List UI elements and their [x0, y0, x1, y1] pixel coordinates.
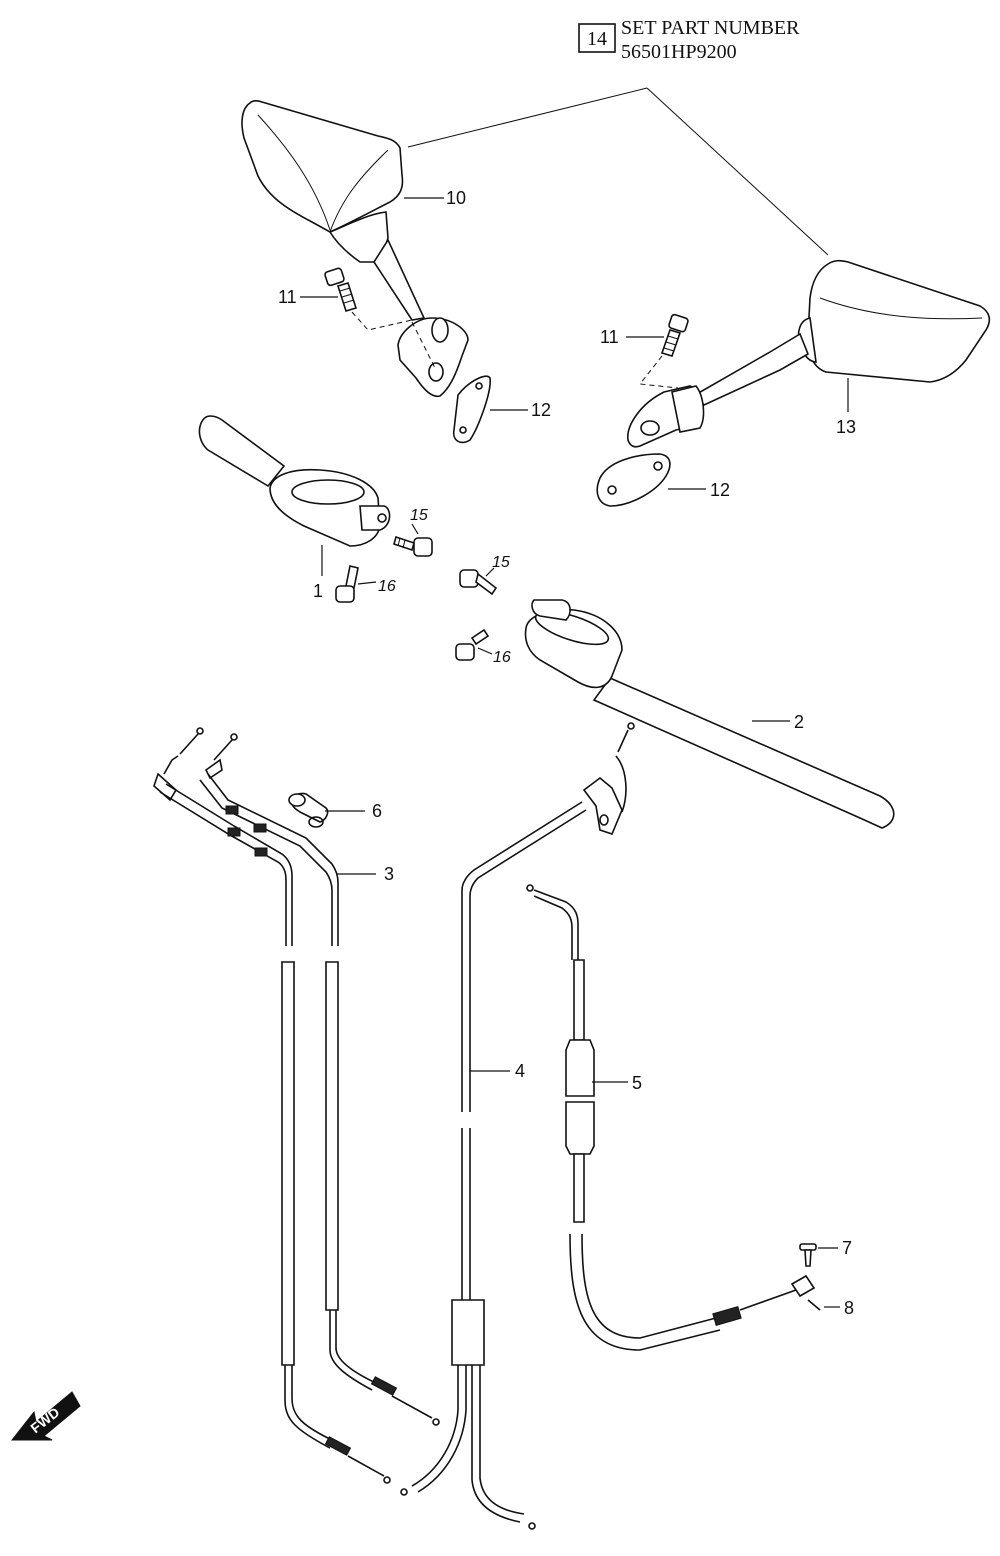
leader-15-upper	[411, 523, 419, 535]
gasket-12-left[interactable]	[452, 375, 491, 444]
callout-15-upper: 15	[410, 507, 428, 524]
callout-12-left: 12	[531, 400, 551, 420]
right-mirror[interactable]	[627, 259, 991, 448]
callout-7: 7	[842, 1238, 852, 1258]
bolt-15-upper[interactable]	[393, 535, 433, 557]
set-part-number-value: 56501HP9200	[621, 41, 737, 63]
callout-15-lower: 15	[492, 554, 510, 571]
gasket-12-right[interactable]	[596, 453, 671, 507]
throttle-cable-3[interactable]	[153, 727, 440, 1484]
callout-16-right: 16	[493, 649, 511, 666]
callout-11-left: 11	[278, 287, 297, 307]
callout-16-left: 16	[378, 578, 396, 595]
set-leader-left	[407, 87, 648, 148]
set-part-number-header: 14 SET PART NUMBER 56501HP9200	[578, 17, 800, 63]
callout-13: 13	[836, 417, 856, 437]
spacer-6[interactable]	[288, 792, 329, 828]
clutch-cable-4[interactable]	[400, 722, 635, 1530]
callout-6: 6	[372, 801, 382, 821]
callout-1: 1	[313, 581, 323, 601]
leader-16-right	[477, 647, 493, 655]
bolt-11-left[interactable]	[324, 267, 358, 312]
bolt-11-left-axis	[351, 311, 413, 331]
clevis-8[interactable]	[790, 1274, 821, 1311]
callout-3: 3	[384, 864, 394, 884]
leader-15-lower	[485, 567, 495, 577]
fwd-arrow-icon	[10, 1391, 81, 1441]
cable-5[interactable]	[526, 884, 797, 1351]
set-leader-right	[646, 87, 829, 256]
callout-12-right: 12	[710, 480, 730, 500]
callout-4: 4	[515, 1061, 525, 1081]
bolt-11-right[interactable]	[660, 313, 689, 357]
callout-11-right: 11	[600, 327, 619, 347]
callout-8: 8	[844, 1298, 854, 1318]
bolt-16-right[interactable]	[455, 628, 490, 661]
set-number-box	[578, 23, 616, 53]
bolt-16-left[interactable]	[335, 565, 359, 603]
bolt-15-lower[interactable]	[459, 569, 498, 596]
callout-5: 5	[632, 1073, 642, 1093]
bolt-11-right-axis	[639, 355, 679, 389]
left-mirror[interactable]	[241, 100, 469, 398]
set-part-number-title: SET PART NUMBER	[621, 17, 800, 39]
callout-10: 10	[446, 188, 466, 208]
leader-16-left	[357, 581, 377, 585]
handlebar-right[interactable]	[524, 599, 895, 829]
set-number-box-label: 14	[587, 28, 607, 50]
clevis-pin-7[interactable]	[799, 1243, 817, 1267]
callout-2: 2	[794, 712, 804, 732]
handlebar-left[interactable]	[198, 415, 391, 547]
